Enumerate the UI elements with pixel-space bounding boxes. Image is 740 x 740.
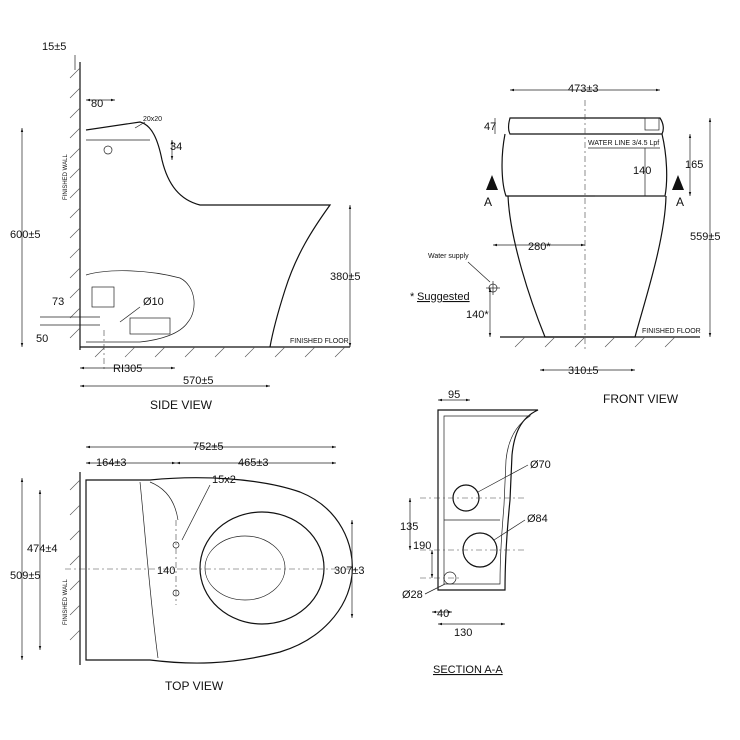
side-dim-d10: Ø10 xyxy=(143,296,164,308)
front-dim-140: 140 xyxy=(633,165,651,177)
side-body-outline xyxy=(85,121,332,348)
side-view-title: SIDE VIEW xyxy=(150,398,213,412)
side-trap-outline xyxy=(85,270,195,343)
top-seat-ring xyxy=(199,511,325,625)
top-bowl-opening xyxy=(204,535,286,601)
top-view: FINISHED WALL 752±5 164±3 465±3 15x2 474… xyxy=(10,441,365,693)
side-dim-73: 73 xyxy=(52,296,64,308)
side-dim-380: 380±5 xyxy=(330,271,361,283)
side-outlet-fitting xyxy=(91,286,115,308)
water-supply-label: Water supply xyxy=(428,253,469,260)
section-dim-d28: Ø28 xyxy=(402,589,423,601)
top-dim-164: 164±3 xyxy=(96,457,127,469)
section-dim-190: 190 xyxy=(413,540,431,552)
top-dim-474: 474±4 xyxy=(27,543,58,555)
section-dim-40: 40 xyxy=(437,608,449,620)
front-dim-140s: 140* xyxy=(466,309,489,321)
top-dim-752: 752±5 xyxy=(193,441,224,453)
section-dim-d70: Ø70 xyxy=(530,459,551,471)
side-dim-20x20: 20x20 xyxy=(143,116,162,123)
side-finished-wall-label: FINISHED WALL xyxy=(63,154,69,200)
top-dim-509: 509±5 xyxy=(10,570,41,582)
top-view-title: TOP VIEW xyxy=(165,679,224,693)
section-dim-130: 130 xyxy=(454,627,472,639)
side-dim-gap: 15±5 xyxy=(42,41,66,53)
side-dim-ri305: RI305 xyxy=(113,363,142,375)
front-dim-47: 47 xyxy=(484,121,496,133)
front-water-line-label: WATER LINE 3/4.5 Lpf xyxy=(588,140,659,147)
side-inlet-hole xyxy=(103,145,113,155)
front-lid xyxy=(507,117,664,135)
side-view: 15±5 80 20x20 34 600±5 FINISHED WALL 380… xyxy=(10,41,361,412)
front-pedestal xyxy=(507,195,667,338)
section-label-left: A xyxy=(484,195,492,209)
front-floor-hatch xyxy=(514,336,676,348)
side-dim-34: 34 xyxy=(170,141,182,153)
top-dim-140: 140 xyxy=(157,565,175,577)
front-view: FINISHED FLOOR 473±3 47 WATER LINE 3/4.5… xyxy=(410,83,721,406)
top-dim-307: 307±3 xyxy=(334,565,365,577)
side-dim-570: 570±5 xyxy=(183,375,214,387)
top-tank-edge xyxy=(139,481,159,659)
section-inner xyxy=(443,415,532,585)
top-dim-15x2: 15x2 xyxy=(212,474,236,486)
section-dim-95: 95 xyxy=(448,389,460,401)
suggested-label: Suggested xyxy=(417,291,470,303)
front-dim-559: 559±5 xyxy=(690,231,721,243)
section-label-right: A xyxy=(676,195,684,209)
section-dim-d84: Ø84 xyxy=(527,513,548,525)
section-arrow-left xyxy=(486,175,498,190)
side-wall-hatch xyxy=(69,67,81,339)
suggested-asterisk: * xyxy=(410,291,415,303)
top-outline xyxy=(85,477,353,664)
side-flange xyxy=(129,317,171,335)
front-view-title: FRONT VIEW xyxy=(603,392,679,406)
front-dim-310: 310±5 xyxy=(568,365,599,377)
section-arrow-right xyxy=(672,175,684,190)
side-finished-floor-label: FINISHED FLOOR xyxy=(290,338,349,345)
side-dim-50: 50 xyxy=(36,333,48,345)
top-seat-hole-2 xyxy=(172,589,180,597)
top-wall-hatch xyxy=(69,479,81,641)
front-tank xyxy=(501,133,668,197)
top-seat-hole-1 xyxy=(172,541,180,549)
section-view-title: SECTION A-A xyxy=(433,664,503,676)
section-dim-135: 135 xyxy=(400,521,418,533)
front-dim-280: 280* xyxy=(528,241,551,253)
side-dim-80: 80 xyxy=(91,98,103,110)
side-dim-600: 600±5 xyxy=(10,229,41,241)
front-finished-floor-label: FINISHED FLOOR xyxy=(642,328,701,335)
top-dim-465: 465±3 xyxy=(238,457,269,469)
section-view: 95 Ø70 135 Ø84 190 Ø28 40 130 SECTION A-… xyxy=(400,389,551,676)
front-dim-165: 165 xyxy=(685,159,703,171)
front-dim-473: 473±3 xyxy=(568,83,599,95)
side-floor-hatch xyxy=(94,346,346,358)
front-flush-button xyxy=(644,117,660,131)
top-finished-wall-label: FINISHED WALL xyxy=(63,579,69,625)
